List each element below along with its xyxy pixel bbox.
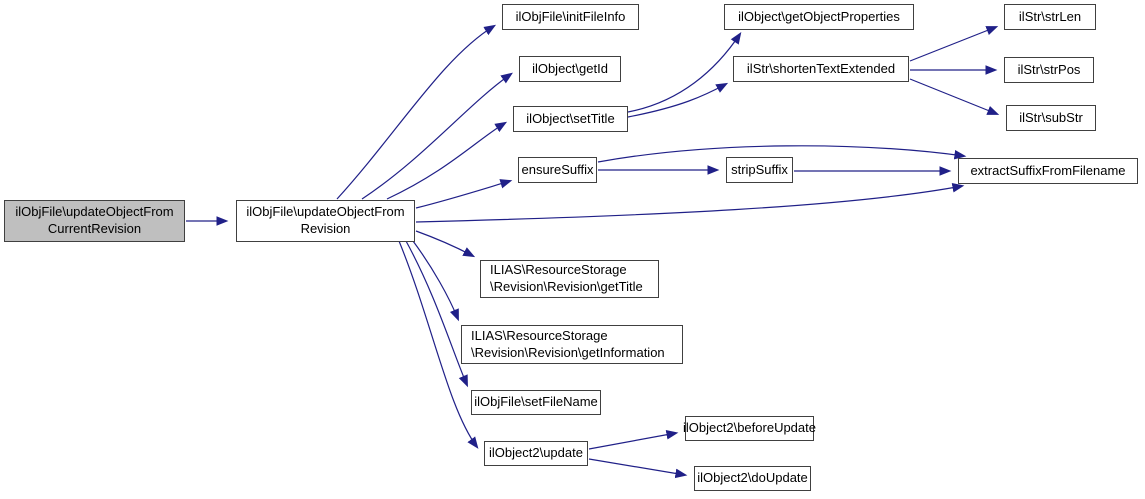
edge-set-title-to-get-object-properties [627, 32, 742, 113]
node-label: stripSuffix [731, 161, 788, 177]
edge-update-to-before-update [588, 430, 679, 450]
node-label: ilObjFile\initFileInfo [515, 8, 626, 24]
edge-set-title-to-shorten-text-extended [627, 82, 729, 118]
node-label: ilObject2\update [489, 445, 583, 461]
node-label: ilObject2\doUpdate [697, 470, 808, 486]
node-label: ILIAS\ResourceStorage \Revision\Revision… [471, 327, 665, 360]
edge-shorten-to-str-len [909, 26, 999, 62]
edge-update-to-do-update [588, 458, 688, 479]
node-get-object-properties[interactable]: ilObject\getObjectProperties [724, 4, 914, 30]
node-set-file-name[interactable]: ilObjFile\setFileName [471, 390, 601, 415]
node-update-object-from-current-revision[interactable]: ilObjFile\updateObjectFrom CurrentRevisi… [4, 200, 185, 242]
node-label: ilStr\shortenTextExtended [746, 60, 896, 76]
node-str-pos[interactable]: ilStr\strPos [1004, 57, 1094, 83]
node-label: ilObject\getId [532, 60, 608, 76]
node-label: ilObjFile\updateObjectFrom Revision [246, 204, 405, 236]
node-update[interactable]: ilObject2\update [484, 441, 588, 466]
edge-revision-to-get-id [361, 72, 513, 200]
node-label: ensureSuffix [521, 161, 594, 177]
node-label: ilObject\getObjectProperties [738, 8, 900, 24]
node-label: ilObject\setTitle [526, 110, 615, 126]
node-label: extractSuffixFromFilename [970, 162, 1126, 178]
node-set-title[interactable]: ilObject\setTitle [513, 106, 628, 132]
node-shorten-text-extended[interactable]: ilStr\shortenTextExtended [733, 56, 909, 82]
edge-revision-to-set-title [386, 121, 508, 200]
edge-ensure-suffix-to-extract-suffix [597, 145, 967, 163]
node-get-id[interactable]: ilObject\getId [519, 56, 621, 82]
node-init-file-info[interactable]: ilObjFile\initFileInfo [502, 4, 639, 30]
edge-revision-to-init-file-info [336, 24, 497, 200]
node-before-update[interactable]: ilObject2\beforeUpdate [683, 416, 816, 441]
edge-revision-to-update [398, 240, 479, 449]
node-label: ILIAS\ResourceStorage \Revision\Revision… [490, 262, 643, 294]
node-ensure-suffix[interactable]: ensureSuffix [518, 157, 597, 183]
node-label: ilStr\strPos [1017, 61, 1081, 77]
node-str-len[interactable]: ilStr\strLen [1004, 4, 1096, 30]
edge-revision-to-extract-suffix [415, 183, 965, 223]
node-label: ilObjFile\updateObjectFrom CurrentRevisi… [15, 204, 174, 236]
node-label: ilObjFile\setFileName [474, 394, 598, 410]
node-revision-get-title[interactable]: ILIAS\ResourceStorage \Revision\Revision… [480, 260, 659, 298]
node-revision-get-information[interactable]: ILIAS\ResourceStorage \Revision\Revision… [461, 325, 683, 364]
edge-revision-to-set-file-name [405, 240, 468, 388]
edge-revision-to-revision-get-information [412, 240, 459, 322]
edge-revision-to-revision-get-title [415, 230, 476, 258]
node-label: ilStr\subStr [1019, 109, 1083, 125]
node-label: ilStr\strLen [1018, 8, 1082, 24]
edge-revision-to-ensure-suffix [415, 179, 513, 209]
node-strip-suffix[interactable]: stripSuffix [726, 157, 793, 183]
edge-shorten-to-sub-str [909, 78, 1000, 115]
node-extract-suffix-from-filename[interactable]: extractSuffixFromFilename [958, 158, 1138, 184]
node-label: ilObject2\beforeUpdate [683, 420, 816, 436]
node-update-object-from-revision[interactable]: ilObjFile\updateObjectFrom Revision [236, 200, 415, 242]
node-do-update[interactable]: ilObject2\doUpdate [694, 466, 811, 491]
node-sub-str[interactable]: ilStr\subStr [1006, 105, 1096, 131]
